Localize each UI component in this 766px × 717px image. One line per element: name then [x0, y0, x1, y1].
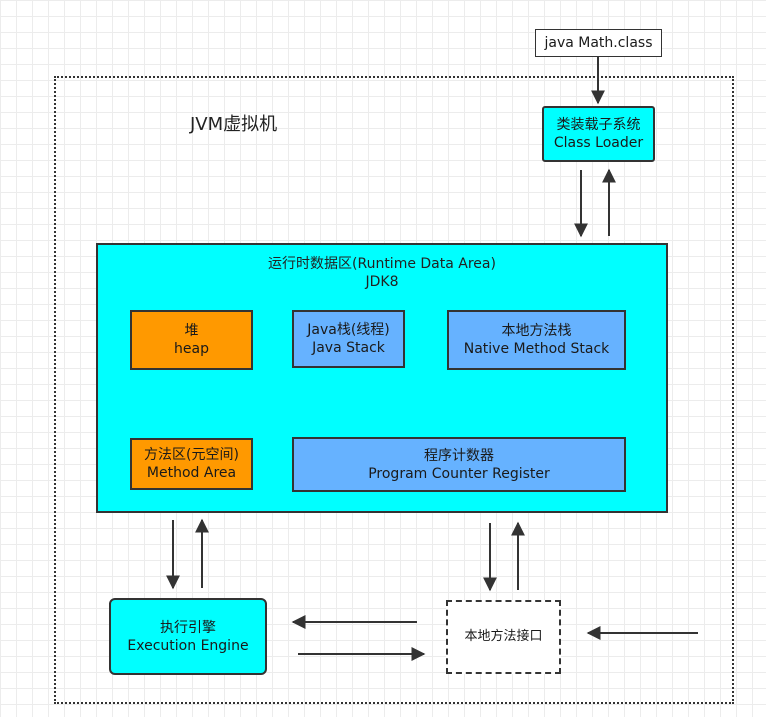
execution-engine-box[interactable]: 执行引擎 Execution Engine: [109, 598, 267, 675]
input-file-box[interactable]: java Math.class: [535, 29, 662, 57]
heap-en: heap: [174, 341, 209, 357]
input-file-label: java Math.class: [544, 35, 653, 51]
native-interface-label: 本地方法接口: [464, 629, 543, 644]
class-loader-box[interactable]: 类装载子系统 Class Loader: [542, 106, 655, 162]
runtime-title-line2: JDK8: [365, 274, 399, 290]
exec-engine-cn: 执行引擎: [160, 619, 216, 636]
java-stack-box[interactable]: Java栈(线程) Java Stack: [292, 310, 405, 368]
exec-engine-en: Execution Engine: [127, 637, 249, 654]
native-stack-en: Native Method Stack: [463, 341, 610, 357]
heap-box[interactable]: 堆 heap: [130, 310, 253, 370]
heap-cn: 堆: [184, 323, 199, 339]
runtime-title-line1: 运行时数据区(Runtime Data Area): [268, 256, 496, 272]
native-stack-cn: 本地方法栈: [501, 323, 572, 339]
class-loader-en: Class Loader: [553, 135, 644, 151]
program-counter-register-box[interactable]: 程序计数器 Program Counter Register: [292, 437, 626, 492]
native-method-stack-box[interactable]: 本地方法栈 Native Method Stack: [447, 310, 626, 370]
runtime-data-area-title: 运行时数据区(Runtime Data Area) JDK8: [96, 255, 668, 291]
jvm-frame: [54, 76, 734, 704]
java-stack-cn: Java栈(线程): [307, 322, 390, 338]
pc-register-en: Program Counter Register: [368, 465, 550, 482]
native-method-interface-box[interactable]: 本地方法接口: [446, 600, 561, 674]
method-area-en: Method Area: [146, 465, 237, 481]
java-stack-en: Java Stack: [312, 340, 385, 356]
jvm-title: JVM虚拟机: [190, 114, 278, 135]
method-area-cn: 方法区(元空间): [144, 447, 239, 463]
class-loader-cn: 类装载子系统: [556, 117, 641, 133]
method-area-box[interactable]: 方法区(元空间) Method Area: [130, 438, 253, 490]
pc-register-cn: 程序计数器: [424, 447, 494, 464]
